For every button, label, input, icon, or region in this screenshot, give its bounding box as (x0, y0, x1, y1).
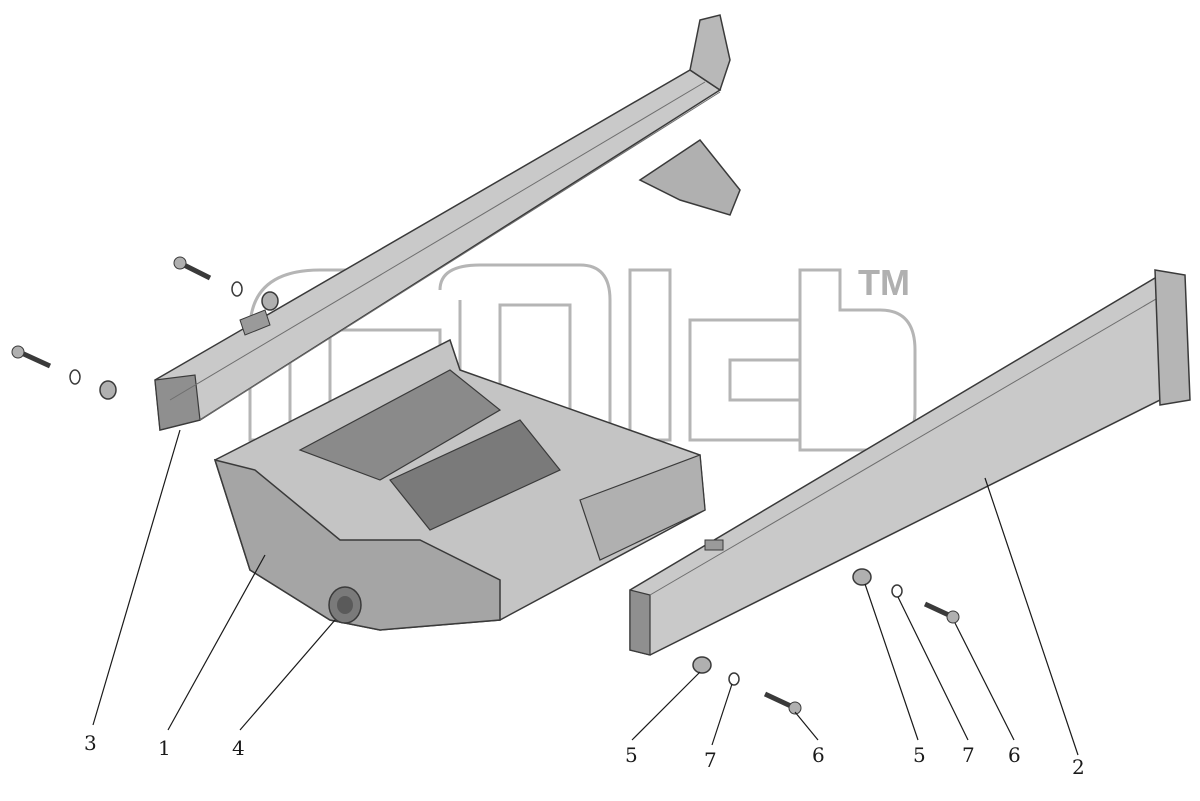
callout-3: 3 (84, 731, 97, 755)
callout-6-right: 6 (1008, 743, 1021, 767)
watermark-trademark: TM (858, 262, 910, 303)
callout-7-right: 7 (962, 743, 975, 767)
callout-2: 2 (1072, 755, 1085, 779)
rail-right (629, 269, 1191, 656)
callout-7-left: 7 (704, 748, 717, 772)
fasteners-upper-left (11, 256, 279, 400)
leader-lines (92, 429, 1079, 756)
fasteners-lower-right (692, 568, 960, 715)
callout-4: 4 (232, 736, 245, 760)
callout-5-right: 5 (913, 743, 926, 767)
callout-1: 1 (158, 736, 171, 760)
central-frame (213, 338, 706, 631)
callout-6-left: 6 (812, 743, 825, 767)
rail-upper (154, 14, 741, 431)
callout-5-left: 5 (625, 743, 638, 767)
